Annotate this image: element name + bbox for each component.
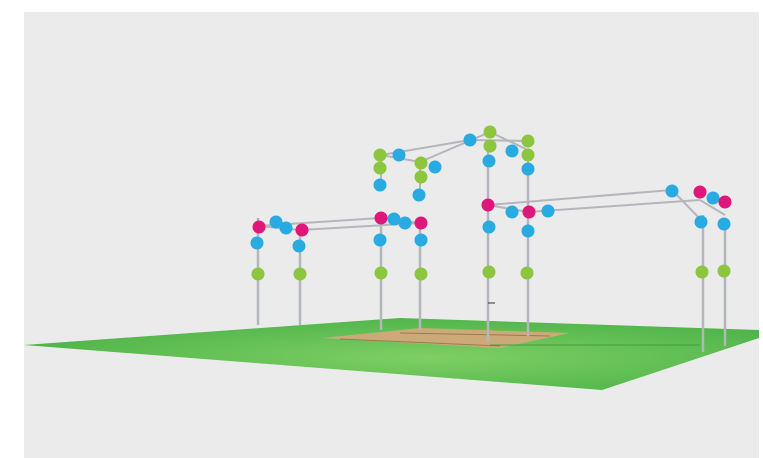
blue-joint-node [463, 133, 477, 147]
pink-joint-node [414, 216, 428, 230]
pink-joint-node [252, 220, 266, 234]
blue-joint-node [694, 215, 708, 229]
green-joint-node [521, 148, 535, 162]
blue-joint-node [398, 216, 412, 230]
green-joint-node [521, 134, 535, 148]
green-joint-node [414, 156, 428, 170]
scene-background [24, 12, 759, 458]
blue-joint-node [250, 236, 264, 250]
pink-joint-node [718, 195, 732, 209]
beam [527, 199, 701, 213]
blue-joint-node [292, 239, 306, 253]
beam [489, 131, 529, 151]
pink-joint-node [693, 185, 707, 199]
beam [699, 199, 726, 216]
nodes-layer [250, 125, 732, 281]
green-joint-node [293, 267, 307, 281]
blue-joint-node [482, 220, 496, 234]
ground-plane[interactable] [24, 318, 759, 390]
green-joint-node [414, 267, 428, 281]
green-joint-node [520, 266, 534, 280]
beam [469, 139, 529, 142]
green-joint-node [251, 267, 265, 281]
blue-joint-node [387, 212, 401, 226]
pink-joint-node [481, 198, 495, 212]
green-joint-node [695, 265, 709, 279]
blue-joint-node [521, 224, 535, 238]
pitch-area[interactable] [322, 328, 570, 348]
pink-joint-node [374, 211, 388, 225]
green-joint-node [373, 161, 387, 175]
pitch-line [339, 338, 501, 347]
blue-joint-node [373, 178, 387, 192]
blue-joint-node [505, 205, 519, 219]
green-joint-node [482, 265, 496, 279]
green-joint-node [373, 148, 387, 162]
green-joint-node [414, 170, 428, 184]
beam [419, 131, 491, 163]
pink-joint-node [522, 205, 536, 219]
blue-joint-node [373, 233, 387, 247]
blue-joint-node [505, 144, 519, 158]
pink-joint-node [295, 223, 309, 237]
green-joint-node [717, 264, 731, 278]
beam [487, 189, 673, 206]
green-joint-node [374, 266, 388, 280]
rig-scene[interactable] [24, 12, 759, 458]
blue-joint-node [428, 160, 442, 174]
3d-viewport[interactable] [24, 12, 759, 458]
blue-joint-node [717, 217, 731, 231]
blue-joint-node [665, 184, 679, 198]
blue-joint-node [412, 188, 426, 202]
pitch-line [399, 332, 551, 337]
blue-joint-node [706, 191, 720, 205]
blue-joint-node [269, 215, 283, 229]
blue-joint-node [521, 162, 535, 176]
blue-joint-node [414, 233, 428, 247]
blue-joint-node [392, 148, 406, 162]
green-joint-node [483, 139, 497, 153]
blue-joint-node [482, 154, 496, 168]
blue-joint-node [541, 204, 555, 218]
green-joint-node [483, 125, 497, 139]
blue-joint-node [279, 221, 293, 235]
